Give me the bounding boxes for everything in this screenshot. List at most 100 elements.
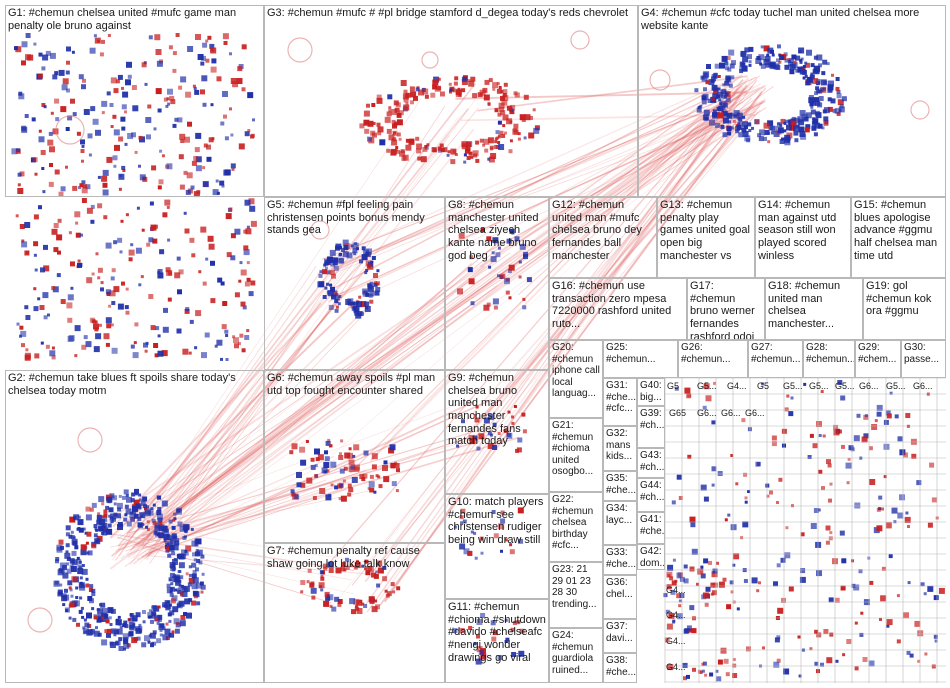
graph-node bbox=[524, 114, 531, 121]
graph-node bbox=[139, 498, 143, 502]
graph-node bbox=[378, 484, 383, 489]
graph-node bbox=[123, 647, 126, 651]
graph-node bbox=[85, 184, 91, 190]
graph-node bbox=[68, 231, 72, 235]
graph-node bbox=[80, 233, 83, 237]
graph-node bbox=[77, 568, 84, 575]
graph-node bbox=[416, 143, 423, 150]
graph-edge bbox=[109, 298, 359, 539]
graph-node bbox=[172, 123, 177, 128]
graph-node bbox=[134, 150, 138, 154]
graph-node bbox=[688, 628, 693, 633]
graph-node bbox=[151, 518, 156, 523]
graph-node bbox=[173, 618, 180, 625]
graph-node bbox=[40, 341, 44, 345]
graph-edge bbox=[131, 265, 486, 549]
graph-node bbox=[354, 464, 360, 471]
graph-node bbox=[712, 109, 717, 114]
group-box-g5: G5: #chemun #fpl feeling pain christense… bbox=[264, 197, 445, 370]
graph-node bbox=[86, 207, 93, 214]
graph-node bbox=[493, 533, 499, 539]
graph-node bbox=[138, 164, 141, 168]
graph-node bbox=[146, 528, 150, 531]
graph-node bbox=[246, 225, 250, 229]
graph-node bbox=[432, 84, 438, 90]
graph-node bbox=[723, 111, 728, 116]
graph-node bbox=[21, 239, 25, 243]
graph-node bbox=[128, 257, 133, 262]
group-box-g3: G3: #chemun #mufc # #pl bridge stamford … bbox=[264, 5, 638, 197]
graph-node bbox=[722, 117, 729, 124]
graph-node bbox=[373, 573, 379, 579]
graph-edge bbox=[141, 298, 340, 545]
graph-node bbox=[115, 619, 122, 626]
graph-node bbox=[834, 597, 840, 603]
group-label: G14: #chemun man against utd season stil… bbox=[758, 199, 837, 262]
graph-node bbox=[349, 598, 356, 605]
graph-node bbox=[163, 534, 170, 540]
graph-node bbox=[76, 558, 82, 564]
graph-node bbox=[454, 153, 458, 156]
graph-node bbox=[198, 560, 203, 565]
graph-node bbox=[67, 336, 74, 342]
graph-node bbox=[193, 86, 197, 90]
graph-node bbox=[339, 252, 342, 256]
graph-node bbox=[86, 612, 92, 619]
graph-node bbox=[108, 304, 112, 308]
graph-node bbox=[373, 490, 377, 494]
graph-node bbox=[488, 78, 493, 83]
graph-node bbox=[196, 601, 201, 606]
graph-node bbox=[497, 274, 500, 278]
graph-node bbox=[142, 620, 146, 624]
graph-node bbox=[359, 474, 365, 480]
graph-node bbox=[332, 260, 338, 266]
group-box-g34: G34: layc... bbox=[603, 501, 637, 545]
graph-node bbox=[134, 488, 139, 494]
graph-edge bbox=[331, 101, 763, 299]
graph-node bbox=[175, 33, 180, 37]
graph-node bbox=[739, 66, 744, 71]
graph-node bbox=[67, 294, 74, 301]
graph-edge bbox=[146, 245, 502, 538]
graph-node bbox=[674, 386, 679, 391]
graph-node bbox=[184, 136, 190, 143]
graph-node bbox=[492, 298, 499, 305]
graph-node bbox=[185, 189, 191, 195]
graph-node bbox=[367, 120, 374, 127]
group-label: G35: #che... bbox=[606, 473, 637, 496]
group-label: G44: #ch... bbox=[640, 480, 665, 503]
graph-node bbox=[391, 139, 398, 146]
graph-node bbox=[346, 252, 353, 259]
graph-node bbox=[113, 88, 119, 94]
graph-node bbox=[703, 87, 707, 92]
graph-node bbox=[496, 82, 500, 86]
graph-node bbox=[202, 281, 207, 286]
graph-node bbox=[120, 219, 124, 223]
graph-node bbox=[904, 516, 911, 523]
graph-node bbox=[71, 550, 77, 556]
graph-node bbox=[166, 583, 171, 588]
graph-node bbox=[735, 482, 739, 486]
graph-node bbox=[200, 61, 205, 66]
graph-node bbox=[743, 472, 748, 477]
graph-node bbox=[350, 564, 354, 568]
graph-node bbox=[482, 143, 486, 147]
graph-node bbox=[756, 589, 760, 593]
graph-node bbox=[105, 242, 112, 249]
graph-node bbox=[813, 508, 819, 513]
graph-node bbox=[328, 493, 332, 497]
graph-node bbox=[197, 54, 204, 60]
graph-node bbox=[440, 91, 445, 97]
graph-node bbox=[70, 261, 75, 267]
graph-node bbox=[150, 507, 154, 511]
graph-node bbox=[223, 41, 228, 45]
graph-node bbox=[243, 245, 249, 251]
graph-node bbox=[167, 553, 172, 558]
graph-node bbox=[361, 254, 368, 261]
graph-node bbox=[47, 313, 50, 317]
graph-node bbox=[191, 253, 196, 258]
graph-node bbox=[389, 444, 396, 451]
graph-node bbox=[729, 112, 734, 117]
graph-node bbox=[208, 243, 215, 250]
graph-node bbox=[762, 646, 765, 650]
